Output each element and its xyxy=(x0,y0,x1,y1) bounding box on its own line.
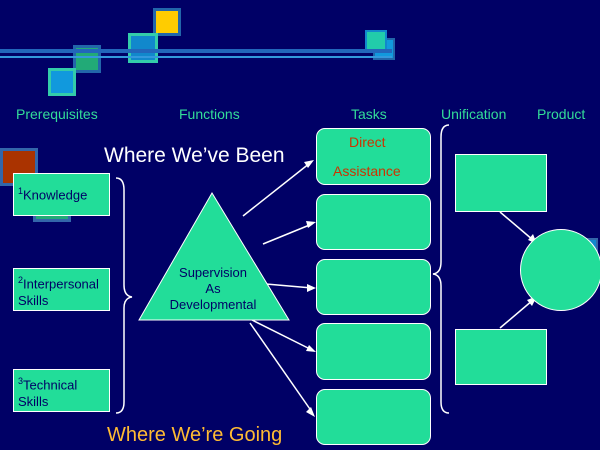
prereq-technical: 3Technical Skills xyxy=(13,369,110,412)
prereq-interpersonal-line2: Skills xyxy=(18,293,49,309)
decor-square-blue xyxy=(128,33,158,63)
task-direct-label: Direct xyxy=(349,134,386,150)
task-box-4 xyxy=(316,323,431,380)
title-where-weve-been: Where We’ve Been xyxy=(104,144,285,167)
triangle-label-line2: As xyxy=(205,281,221,296)
arrow-to-task1 xyxy=(242,162,311,217)
title-where-were-going: Where We’re Going xyxy=(107,424,283,446)
decor-square-red xyxy=(0,148,38,186)
arrow-to-task2 xyxy=(262,223,313,245)
unification-box-1 xyxy=(455,154,547,212)
task-assistance-label: Assistance xyxy=(333,163,401,179)
prereq-technical-num: 3 xyxy=(18,376,24,386)
task-box-2 xyxy=(316,194,431,250)
header-prerequisites: Prerequisites xyxy=(16,106,98,122)
task-box-5 xyxy=(316,389,431,445)
header-functions: Functions xyxy=(179,106,240,122)
left-brace xyxy=(115,177,133,414)
header-unification: Unification xyxy=(441,106,507,122)
prereq-interpersonal: 2Interpersonal Skills xyxy=(13,268,110,311)
arrow-to-task5 xyxy=(249,322,313,413)
task-direct-assistance: Direct Assistance xyxy=(316,128,431,185)
header-product: Product xyxy=(537,106,586,122)
prereq-technical-line2: Skills xyxy=(18,394,49,410)
triangle-label-line1: Supervision xyxy=(179,265,247,280)
decor-line-thick xyxy=(0,49,392,53)
task-box-3 xyxy=(316,259,431,315)
prereq-knowledge-num: 1 xyxy=(18,186,24,196)
prereq-interpersonal-num: 2 xyxy=(18,275,24,285)
arrow-to-task3 xyxy=(265,283,313,289)
triangle-label: Supervision As Developmental xyxy=(152,265,274,313)
prereq-technical-line1: Technical xyxy=(23,377,78,393)
prereq-interpersonal-line1: Interpersonal xyxy=(23,276,99,292)
right-brace xyxy=(432,124,450,414)
prereq-knowledge: 1Knowledge xyxy=(13,173,110,216)
decor-square-yellow xyxy=(153,8,181,36)
unification-box-2 xyxy=(455,329,547,385)
arrow-unif2-product xyxy=(499,299,534,329)
arrow-unif1-product xyxy=(499,211,534,241)
prereq-knowledge-label: Knowledge xyxy=(23,187,88,203)
product-circle xyxy=(520,229,600,311)
function-triangle xyxy=(138,192,290,321)
decor-line-thin xyxy=(0,56,392,58)
arrow-to-task4 xyxy=(251,319,313,351)
header-tasks: Tasks xyxy=(351,106,387,122)
triangle-label-line3: Developmental xyxy=(169,297,257,312)
decor-square-cyan xyxy=(48,68,76,96)
